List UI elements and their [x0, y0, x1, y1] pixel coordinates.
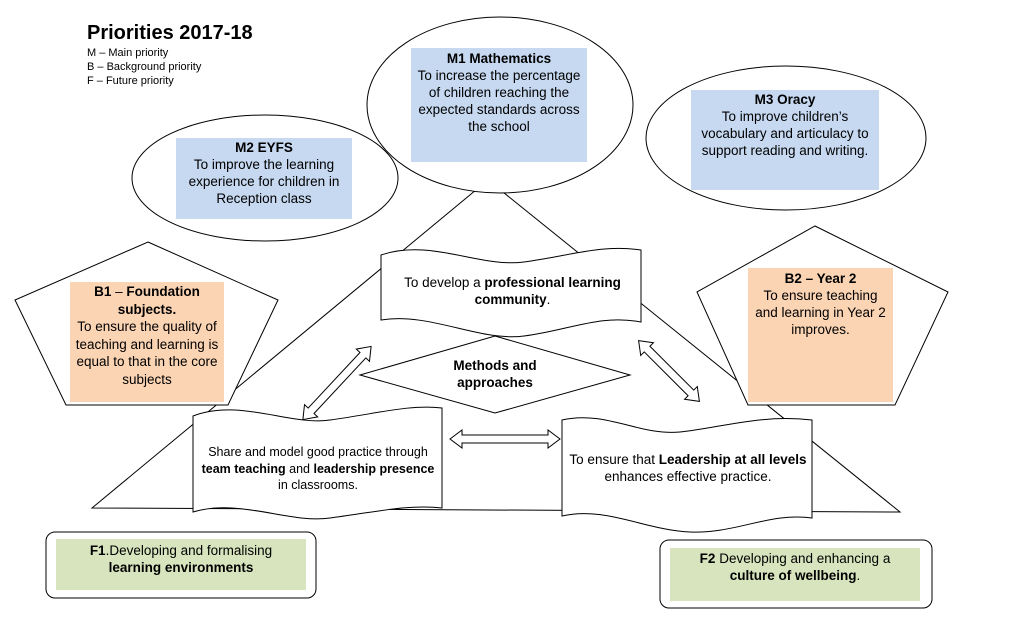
double-arrow-left [302, 345, 372, 421]
legend: Priorities 2017-18 M – Main priority B –… [87, 22, 253, 88]
left-wave-bold2: leadership presence [313, 461, 435, 476]
double-arrow-right [638, 340, 700, 402]
b1-title: B1 [94, 284, 112, 299]
key-main: M – Main priority [87, 47, 169, 59]
methods-line1: Methods and [453, 358, 537, 373]
f1-bold: learning environments [108, 560, 254, 575]
f1-prefix: F1 [89, 543, 106, 558]
methods-label: Methods and approaches [420, 357, 570, 391]
b2-box: B2 – Year 2 To ensure teaching and learn… [748, 268, 893, 402]
f2-suffix: . [856, 568, 861, 583]
right-wave-post: enhances effective practice. [604, 469, 772, 484]
big-triangle [90, 179, 902, 513]
m3-box: M3 Oracy To improve children’s vocabular… [691, 90, 879, 190]
left-wave-bold1: team teaching [201, 461, 286, 476]
b2-title: B2 – Year 2 [784, 271, 857, 286]
f2-box: F2 Developing and enhancing a culture of… [670, 548, 920, 601]
b1-text: To ensure the quality of teaching and le… [75, 319, 219, 387]
b1-box: B1 – Foundation subjects. To ensure the … [70, 282, 224, 402]
m3-text: To improve children’s vocabulary and art… [701, 109, 869, 158]
methods-line2: approaches [457, 375, 533, 390]
methods-diamond [358, 335, 632, 414]
left-wave-post: in classrooms. [278, 478, 358, 492]
top-wave-pre: To develop a [404, 275, 485, 290]
right-wave-bold: Leadership at all levels [658, 452, 807, 467]
right-wave-pre: To ensure that [569, 452, 659, 467]
m2-text: To improve the learning experience for c… [188, 157, 340, 206]
right-wave-text: To ensure that Leadership at all levels … [568, 451, 808, 485]
left-wave-mid: and [285, 461, 314, 476]
b1-title-dash: – [111, 284, 127, 299]
f1-box: F1.Developing and formalising learning e… [56, 539, 306, 590]
key-background: B – Background priority [87, 61, 202, 73]
key-future: F – Future priority [87, 75, 174, 87]
m2-box: M2 EYFS To improve the learning experien… [176, 138, 352, 219]
top-wave-banner [380, 247, 642, 338]
top-wave-post: . [546, 292, 551, 307]
m3-title: M3 Oracy [754, 92, 816, 107]
page-title: Priorities 2017-18 [87, 22, 253, 44]
f1-text: .Developing and formalising [105, 543, 273, 558]
top-wave-bold: professional learning community [474, 275, 621, 307]
double-arrow-horizontal [449, 429, 561, 449]
top-wave-text: To develop a professional learning commu… [390, 274, 635, 308]
f2-text: Developing and enhancing a [715, 551, 891, 566]
f2-bold: culture of wellbeing [729, 568, 857, 583]
right-wave-banner [561, 417, 813, 533]
m1-text: To increase the percentage of children r… [417, 68, 581, 134]
b1-title-subject: Foundation subjects. [117, 284, 200, 317]
m1-box: M1 Mathematics To increase the percentag… [411, 48, 587, 162]
left-wave-banner [192, 406, 443, 520]
m1-title: M1 Mathematics [446, 51, 552, 66]
left-wave-text: Share and model good practice through te… [200, 444, 436, 494]
f2-prefix: F2 [699, 551, 716, 566]
m2-title: M2 EYFS [235, 140, 293, 155]
b2-text: To ensure teaching and learning in Year … [755, 288, 886, 337]
left-wave-pre: Share and model good practice through [208, 445, 428, 459]
